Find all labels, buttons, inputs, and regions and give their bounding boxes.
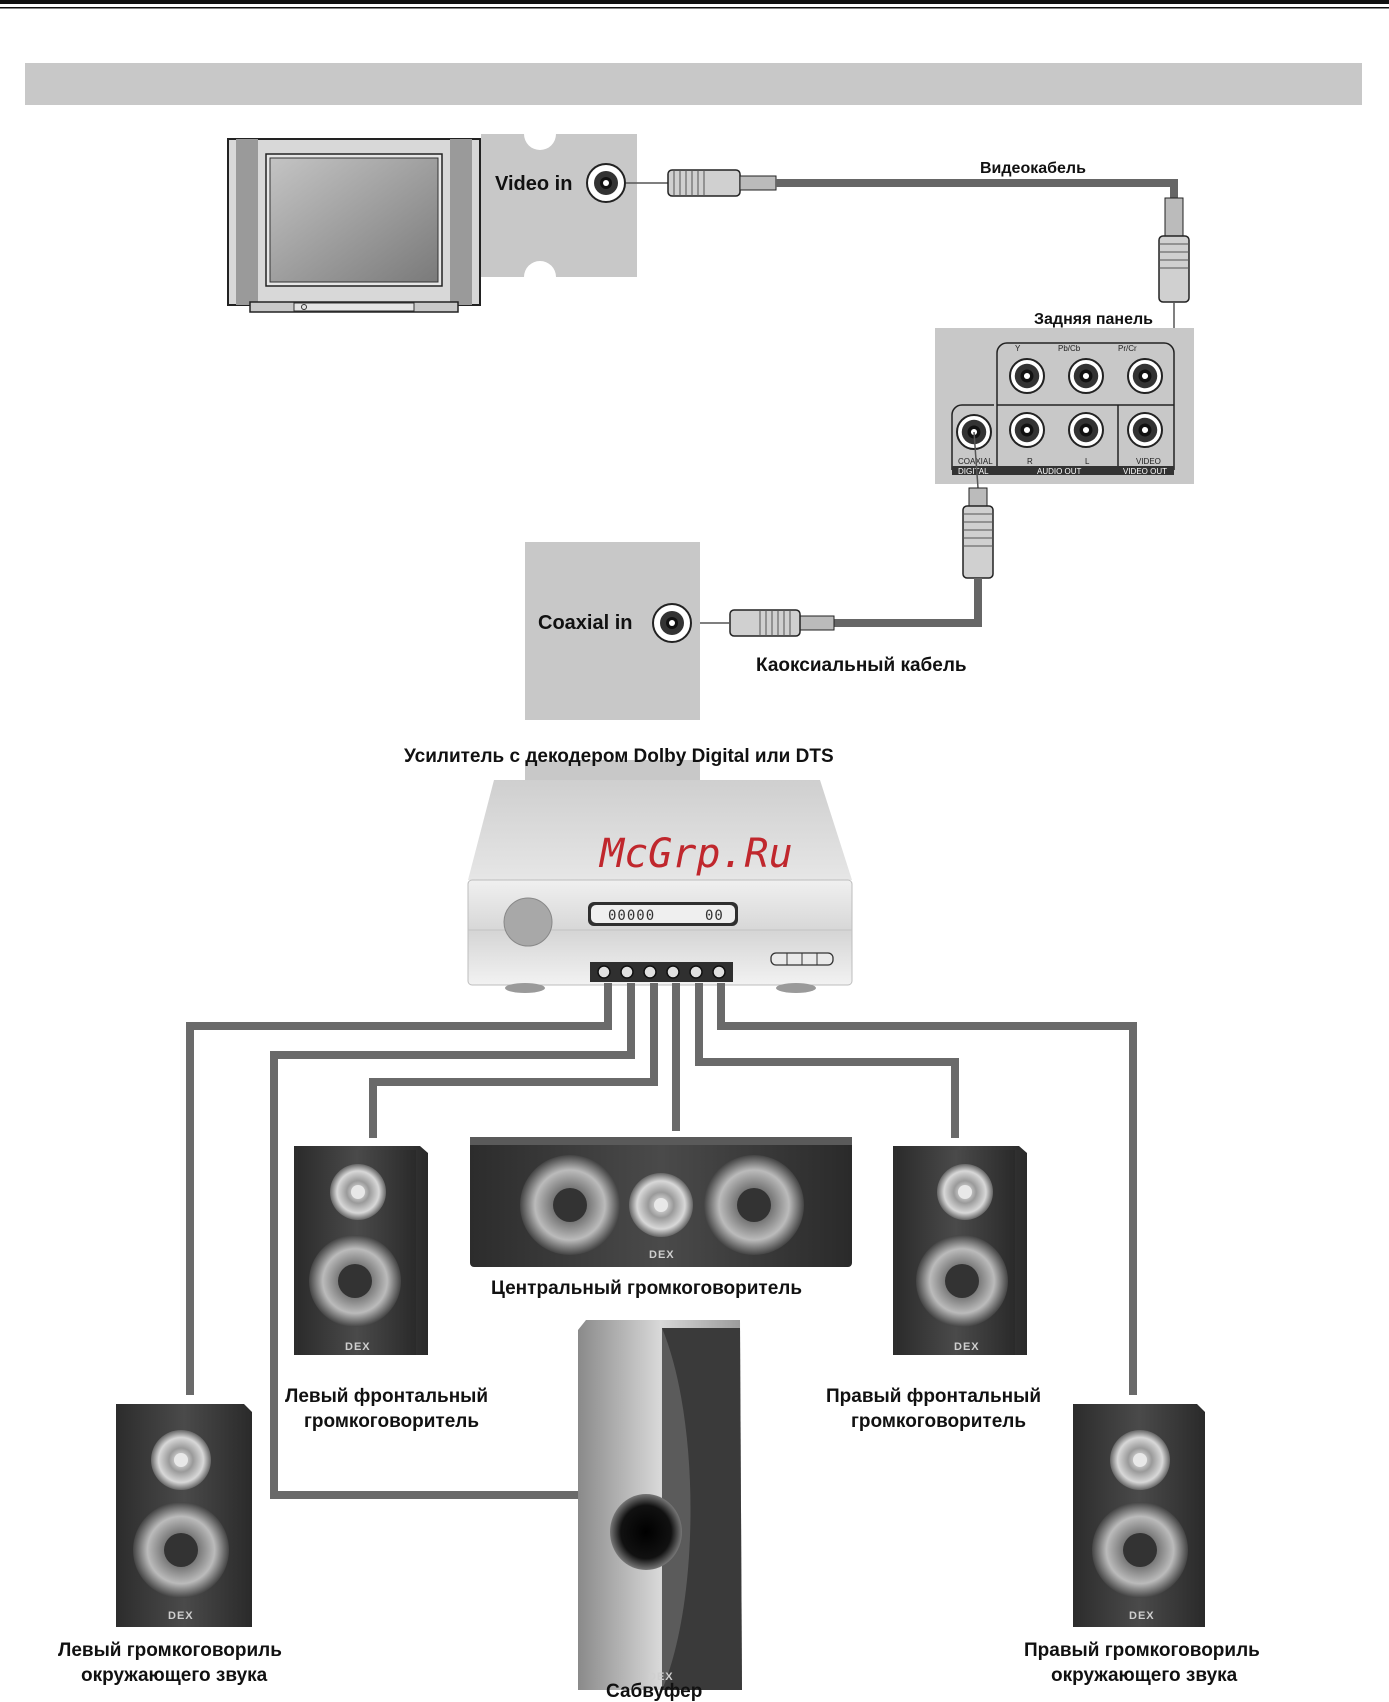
front-right-brand: DEX: [954, 1341, 980, 1353]
amplifier-button-strip[interactable]: [770, 952, 834, 966]
surround-left-brand: DEX: [168, 1610, 194, 1622]
subwoofer-port: [610, 1494, 682, 1570]
front-right-label-line1: Правый фронтальный: [826, 1386, 1041, 1407]
rear-panel-title: Задняя панель: [1034, 311, 1153, 328]
surround-left-label-line1: Левый громкоговориль: [58, 1640, 282, 1661]
jack-label-pb: Pb/Cb: [1058, 344, 1081, 353]
speaker-terminal-4[interactable]: [666, 965, 680, 979]
surround-left-label-line2: окружающего звука: [81, 1665, 268, 1686]
video-in-label: Video in: [495, 173, 572, 195]
speaker-terminal-5[interactable]: [689, 965, 703, 979]
amplifier: [467, 760, 853, 993]
front-left-label-line2: громкоговоритель: [304, 1411, 479, 1432]
speaker-terminal-6[interactable]: [712, 965, 726, 979]
group-label-video-out: VIDEO OUT: [1123, 467, 1167, 476]
group-label-audio-out: AUDIO OUT: [1037, 467, 1082, 476]
surround-right-label-line2: окружающего звука: [1051, 1665, 1238, 1686]
center-brand: DEX: [649, 1249, 675, 1261]
jack-video-out[interactable]: [1127, 412, 1163, 448]
speaker-terminal-2[interactable]: [620, 965, 634, 979]
speaker-terminal-1[interactable]: [597, 965, 611, 979]
jack-pr[interactable]: [1127, 358, 1163, 394]
jack-pb[interactable]: [1068, 358, 1104, 394]
center-speaker-label: Центральный громкоговоритель: [491, 1278, 802, 1299]
video-cable-label: Видеокабель: [980, 160, 1086, 177]
surround-right-label-line1: Правый громкоговориль: [1024, 1640, 1260, 1661]
jack-label-l: L: [1085, 457, 1090, 466]
front-right-label-line2: громкоговоритель: [851, 1411, 1026, 1432]
header-rule: [0, 0, 1389, 9]
amplifier-speaker-jacks: [597, 965, 726, 979]
front-right-speaker: [893, 1146, 1027, 1355]
subwoofer-brand: DEX: [648, 1671, 674, 1683]
subwoofer-label: Сабвуфер: [606, 1681, 702, 1702]
surround-right-speaker: [1073, 1404, 1205, 1627]
jack-audio-l[interactable]: [1068, 412, 1104, 448]
jack-label-video: VIDEO: [1136, 457, 1161, 466]
rear-panel-jacks: [956, 358, 1163, 450]
subwoofer: [578, 1320, 742, 1690]
tv-set: [227, 138, 481, 313]
amplifier-input-panel: [525, 542, 700, 720]
display-right: 00: [705, 908, 724, 924]
coaxial-in-label: Coaxial in: [538, 612, 632, 634]
front-left-brand: DEX: [345, 1341, 371, 1353]
jack-label-y: Y: [1015, 344, 1021, 353]
jack-y[interactable]: [1009, 358, 1045, 394]
speaker-wires: [186, 983, 1137, 1499]
video-in-jack[interactable]: [586, 163, 626, 203]
front-left-speaker: [294, 1146, 428, 1355]
display-main: 00000: [608, 908, 655, 924]
watermark: McGrp.Ru: [598, 831, 793, 877]
jack-audio-r[interactable]: [1009, 412, 1045, 448]
amplifier-title: Усилитель с декодером Dolby Digital или …: [404, 746, 834, 767]
speaker-terminal-3[interactable]: [643, 965, 657, 979]
amplifier-volume-knob[interactable]: [503, 897, 553, 947]
center-speaker: [470, 1137, 852, 1267]
jack-label-pr: Pr/Cr: [1118, 344, 1137, 353]
video-cable: [626, 169, 1190, 431]
coaxial-cable-label: Каоксиальный кабель: [756, 655, 967, 676]
group-label-digital: DIGITAL: [958, 467, 989, 476]
coaxial-in-jack[interactable]: [652, 603, 692, 643]
front-left-label-line1: Левый фронтальный: [285, 1386, 488, 1407]
tv-input-panel: [481, 134, 637, 277]
section-bar: [25, 63, 1362, 105]
rear-panel: [935, 328, 1194, 484]
jack-label-r: R: [1027, 457, 1033, 466]
surround-left-speaker: [116, 1404, 252, 1627]
surround-right-brand: DEX: [1129, 1610, 1155, 1622]
coaxial-cable: [692, 431, 994, 637]
